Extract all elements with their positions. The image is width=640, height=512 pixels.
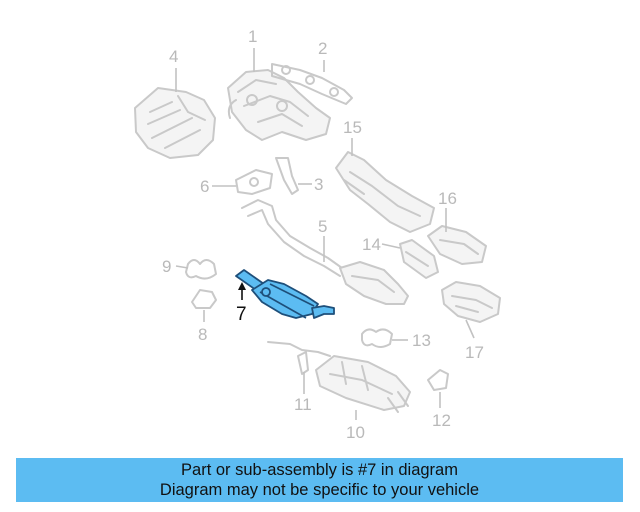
part-17-heat-shield <box>441 281 501 323</box>
callout-4[interactable]: 4 <box>169 47 178 66</box>
callout-11[interactable]: 11 <box>294 395 312 414</box>
callout-1[interactable]: 1 <box>248 27 257 46</box>
part-4-heat-shield <box>134 87 216 159</box>
callout-12[interactable]: 12 <box>432 411 451 430</box>
callout-labels: 4 1 2 15 6 3 5 14 16 9 7 8 13 17 11 10 1… <box>162 27 484 442</box>
part-15-heat-shield <box>335 151 435 233</box>
part-13-clamp <box>361 328 393 348</box>
callout-17[interactable]: 17 <box>465 343 484 362</box>
part-12-bracket <box>427 369 449 391</box>
callout-7[interactable]: 7 <box>236 304 247 325</box>
callout-10[interactable]: 10 <box>346 423 365 442</box>
callout-13[interactable]: 13 <box>412 331 431 350</box>
callout-3[interactable]: 3 <box>314 175 323 194</box>
part-1-exhaust-manifold <box>227 69 331 141</box>
exhaust-parts-diagram: 4 1 2 15 6 3 5 14 16 9 7 8 13 17 11 10 1… <box>134 27 501 442</box>
callout-2[interactable]: 2 <box>318 39 327 58</box>
part-14-bracket <box>399 239 439 279</box>
callout-8[interactable]: 8 <box>198 325 207 344</box>
part-11-hanger <box>297 351 309 375</box>
part-9-hanger <box>185 259 217 280</box>
callout-6[interactable]: 6 <box>200 177 209 196</box>
callout-16[interactable]: 16 <box>438 189 457 208</box>
part-6-gasket <box>235 169 273 195</box>
part-2-gasket <box>271 63 353 105</box>
part-7-center-muffler <box>235 269 335 319</box>
banner-line-disclaimer: Diagram may not be specific to your vehi… <box>159 481 480 499</box>
callout-9[interactable]: 9 <box>162 257 171 276</box>
info-banner: Part or sub-assembly is #7 in diagram Di… <box>16 458 623 502</box>
part-10-rear-muffler <box>267 341 411 413</box>
callout-15[interactable]: 15 <box>343 118 362 137</box>
callout-5[interactable]: 5 <box>318 217 327 236</box>
part-8-bracket <box>191 289 217 309</box>
part-5-front-pipe <box>241 199 409 305</box>
callout-14[interactable]: 14 <box>362 235 381 254</box>
banner-line-part: Part or sub-assembly is #7 in diagram <box>181 461 458 479</box>
part-3-bracket <box>275 157 299 195</box>
part-16-heat-shield <box>427 225 487 265</box>
leader-lines <box>175 48 475 420</box>
